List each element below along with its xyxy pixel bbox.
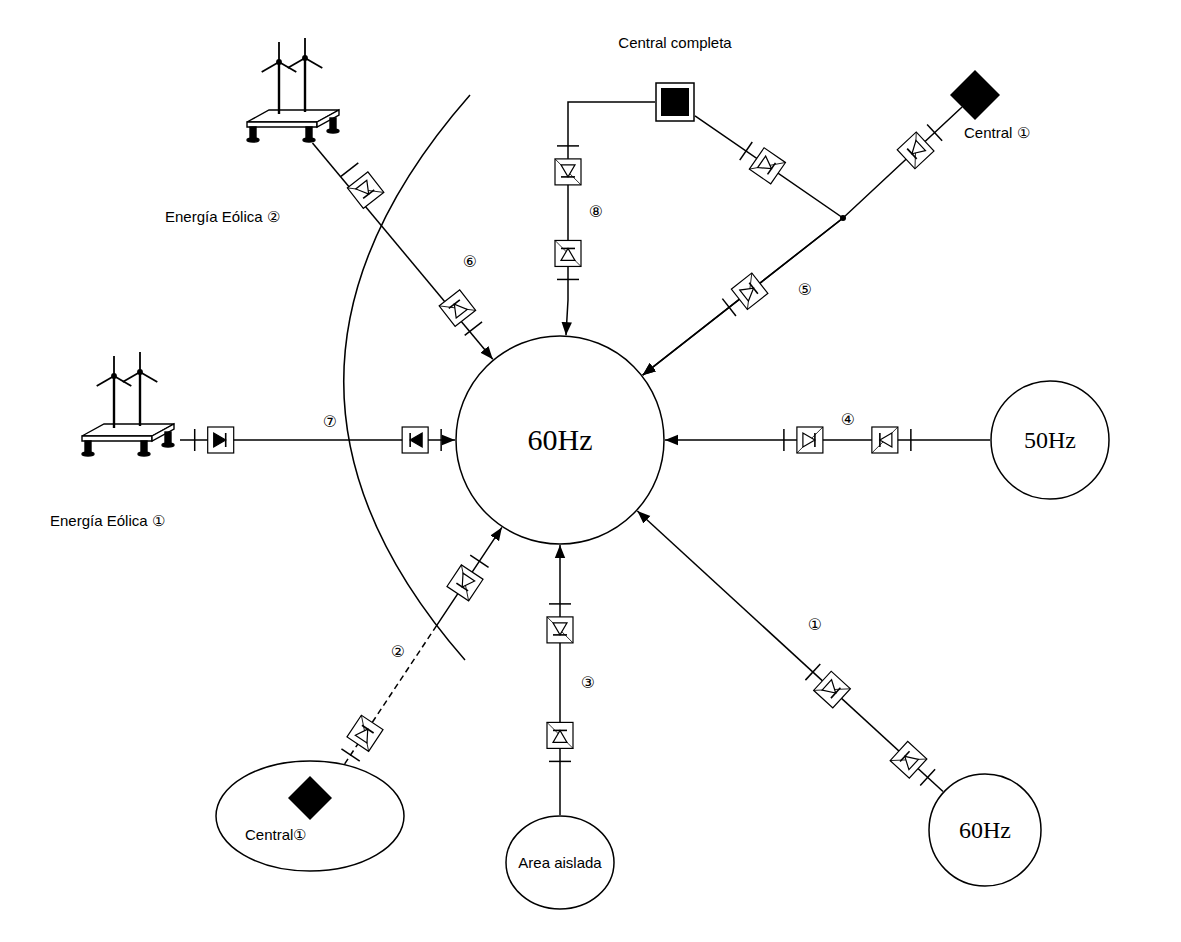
converter-symbol [402,427,441,453]
plant-box: Central completa [610,34,740,124]
callout-number: ⑤ [796,282,814,299]
hvdc-link [637,511,943,791]
converter-symbol [340,715,383,762]
node-label: 60Hz [528,422,593,458]
callout-number: ⑥ [461,254,479,271]
junction-dot [840,215,846,221]
turbine-shape [70,352,180,457]
converter-symbol [872,427,911,453]
isolated-area-ellipse: Area aislada [505,815,615,910]
callout-number: ② [389,644,407,661]
node-label: Central ① [964,124,1030,142]
hvdc-link [665,439,990,441]
boundary-arc [344,95,470,660]
callout-number: ③ [579,675,597,692]
grid-circle: 60Hz [928,773,1042,887]
converter-symbol [897,123,943,169]
main-grid-circle: 60Hz [455,335,665,545]
converter-symbol [547,722,573,761]
converter-symbol [739,140,786,184]
plant-area-ellipse: Central① [215,760,405,872]
callout-number: ⑧ [587,204,605,221]
node-label: 50Hz [1024,426,1076,455]
hvdc-link [345,527,502,763]
wind-farm: Energía Eólica ① [40,352,215,537]
converter-symbol [555,240,581,279]
hvdc-link [643,116,843,375]
grid-circle: 50Hz [990,380,1110,500]
node-label: Area aislada [518,854,601,872]
converter-symbol [555,146,581,185]
converter-symbol [890,741,936,787]
callout-number: ④ [839,412,857,429]
converter-symbol [784,427,823,453]
node-label: Energía Eólica ② [165,208,280,226]
diamond-shape [950,70,1000,120]
hvdc-link [643,107,962,375]
ellipse-shape [215,760,405,872]
converter-symbol [721,273,768,318]
node-label: 60Hz [959,816,1011,845]
callout-number: ① [806,617,824,634]
converter-symbol [804,662,850,708]
plant-diamond: Central ① [950,70,1075,150]
hvdc-link [313,143,493,359]
converter-symbol [339,162,383,209]
converter-symbol [447,554,490,601]
hvdc-link [566,102,655,335]
hvdc-link [559,545,561,815]
square-shape [655,82,695,122]
callout-number: ⑦ [321,414,339,431]
node-label: Energía Eólica ① [50,512,165,530]
turbine-shape [235,38,345,143]
node-label: Central completa [610,34,740,52]
wind-farm: Energía Eólica ② [165,38,345,233]
node-label: Central① [245,826,306,844]
converter-symbol [195,427,234,453]
converter-symbol [439,290,483,337]
converter-symbol [547,604,573,643]
